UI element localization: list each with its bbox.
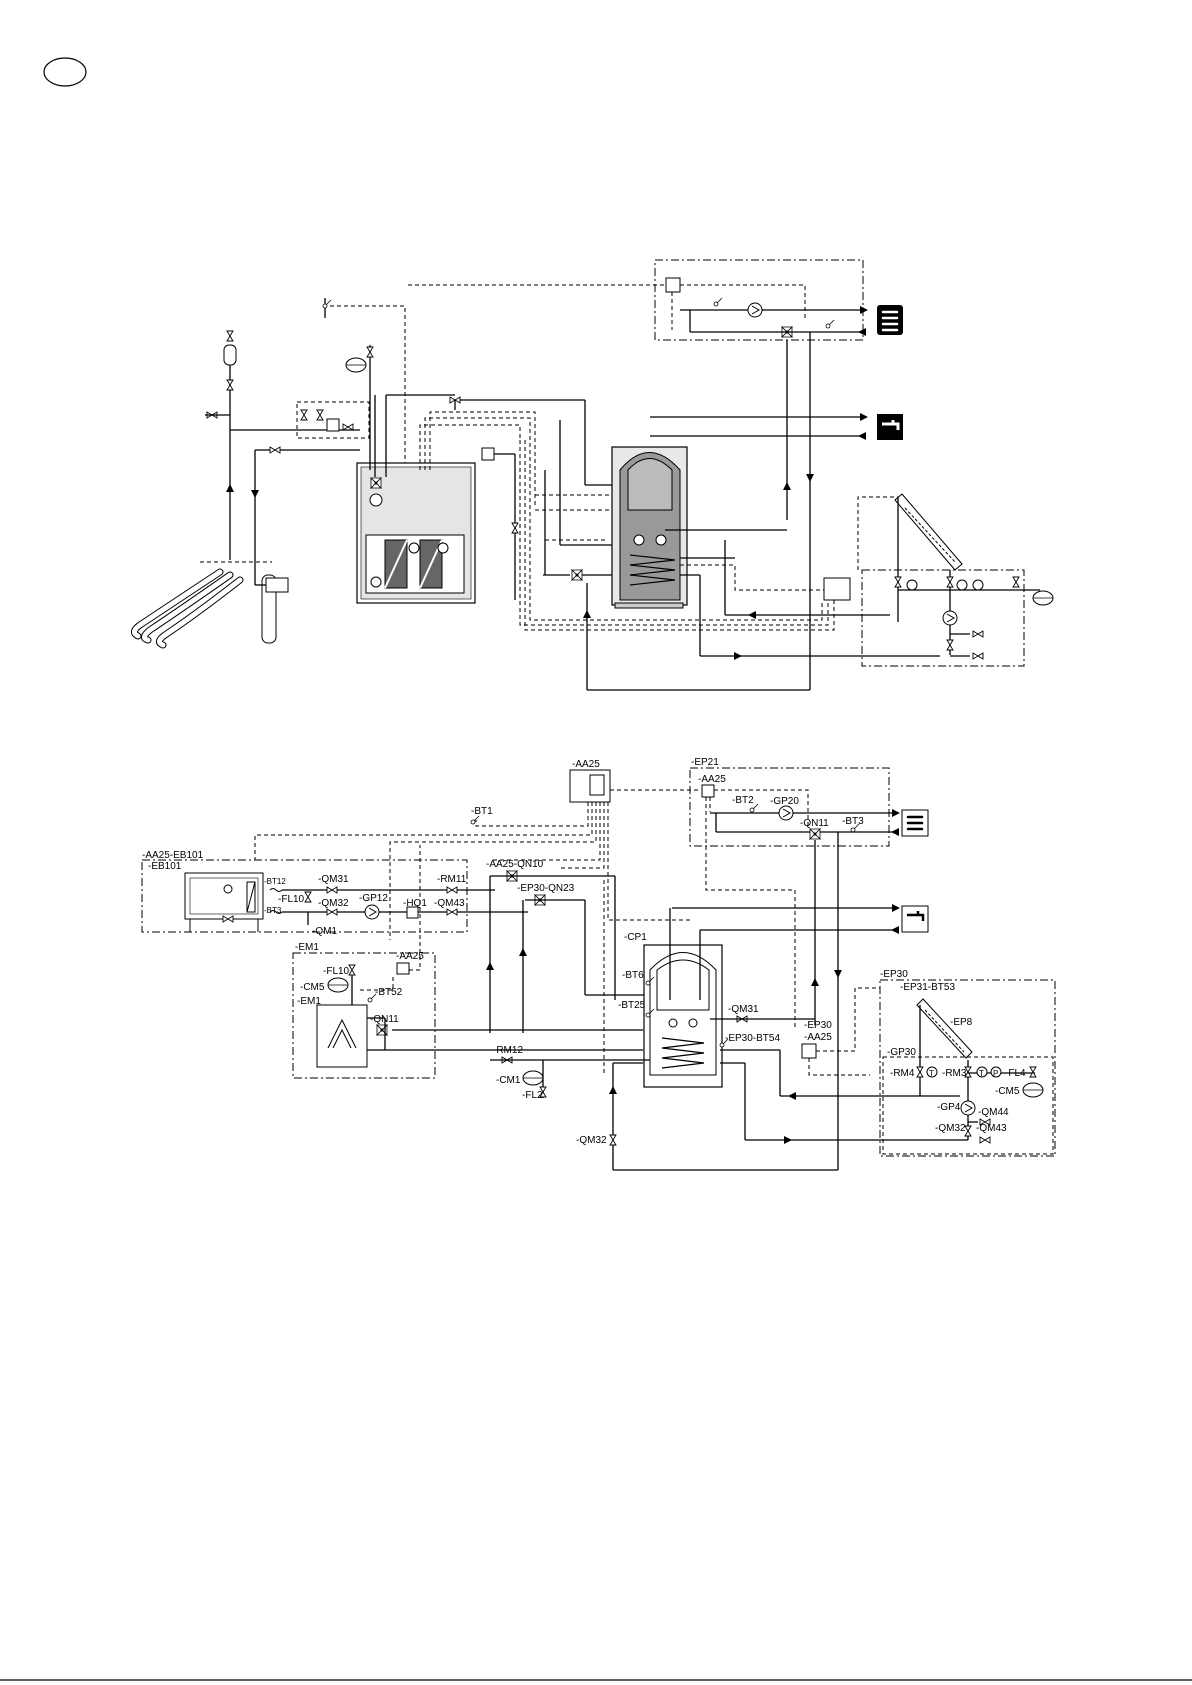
sym-t1: T [929,1069,934,1078]
label-gp4: -GP4 [937,1102,961,1113]
label-qm31-eb: -QM31 [318,874,349,885]
label-cm1: -CM1 [496,1075,521,1086]
label-hq1: -HQ1 [403,898,427,909]
label-aa25-main: -AA25 [572,759,600,770]
label-ep30: -EP30 [880,969,908,980]
tap-water-icon [877,414,903,440]
boiler-icon [611,446,688,609]
label-em1-box: -EM1 [295,942,319,953]
solar-group-box [861,569,1025,667]
label-rm3: -RM3 [942,1068,967,1079]
solar-control-module [823,577,851,601]
label-qn11-ep21: -QN11 [800,818,829,829]
radiator-icon [877,305,903,335]
label-bt12: -BT12 [264,877,286,886]
label-bt6: -BT6 [622,970,644,981]
ground-collector-icon [131,568,289,649]
radiator-icon [901,809,929,837]
label-rm12: -RM12 [493,1045,523,1056]
label-em1-aa25: -AA25 [396,951,424,962]
label-fl10-em: -FL10 [323,966,350,977]
label-qm31-cp: -QM31 [728,1004,759,1015]
gp30-box [882,1056,1054,1155]
solar-collector-icon [916,998,973,1059]
label-fl10-eb: -FL10 [278,894,305,905]
ep30-box [879,979,1056,1157]
label-ep21: -EP21 [691,757,719,768]
heat-pump-icon [356,462,476,604]
sym-p: P [993,1069,998,1078]
label-fl4: -FL4 [1005,1068,1026,1079]
label-qm1: -QM1 [312,926,337,937]
top-schematic [131,259,1054,691]
label-aa25-eb101: -AA25-EB101 [142,850,204,861]
bottom-schematic: -AA25 -BT1 -EP21 -AA25 -BT2 -GP20 -BT3 -… [141,757,1056,1171]
label-ep30-aa25-a: -EP30 [804,1020,832,1031]
label-gp30: -GP30 [887,1047,916,1058]
label-qm43-gp: -QM43 [976,1123,1007,1134]
label-ep30-qn23: -EP30-QN23 [517,883,575,894]
country-badge [43,57,87,87]
label-ep30-aa25-b: -AA25 [804,1032,832,1043]
label-gp12: -GP12 [359,893,388,904]
boiler-unit-icon [316,1004,368,1068]
aa25-eb101-box [141,859,468,933]
label-bt2: -BT2 [732,795,754,806]
label-fl2: -FL2 [522,1090,543,1101]
radiator-circuit-box [654,259,864,341]
label-cp1: -CP1 [624,932,647,943]
boiler-icon [643,944,723,1088]
label-qm32-bot: -QM32 [576,1135,607,1146]
label-aa25-qn10: -AA25-QN10 [486,859,544,870]
solar-collector-icon [894,493,963,571]
label-qm44: -QM44 [978,1107,1009,1118]
label-bt25: -BT25 [618,1000,646,1011]
label-qm32-eb: -QM32 [318,898,349,909]
label-bt52: -BT52 [375,987,403,998]
label-ep30-bt54: -EP30-BT54 [725,1033,780,1044]
label-em1: -EM1 [297,996,321,1007]
label-rm4: -RM4 [890,1068,915,1079]
outdoor-unit-icon [184,872,264,932]
sym-t2: T [979,1069,984,1078]
label-ep31-bt53: -EP31-BT53 [900,982,955,993]
label-qm32-gp: -QM32 [935,1123,966,1134]
label-cm5-gp: -CM5 [995,1086,1020,1097]
filling-group-box [296,401,370,439]
label-qm43-eb: -QM43 [434,898,465,909]
label-eb101: -EB101 [148,861,182,872]
label-bt1: -BT1 [471,806,493,817]
label-cm5-em: -CM5 [300,982,325,993]
label-rm11: -RM11 [437,874,467,885]
label-ep21-aa25: -AA25 [698,774,726,785]
em1-box [292,952,436,1079]
label-bt3: -BT3 [842,816,864,827]
label-gp20: -GP20 [770,796,799,807]
tap-water-icon [901,905,929,933]
label-ep8: -EP8 [950,1017,973,1028]
ep21-box [689,767,890,847]
